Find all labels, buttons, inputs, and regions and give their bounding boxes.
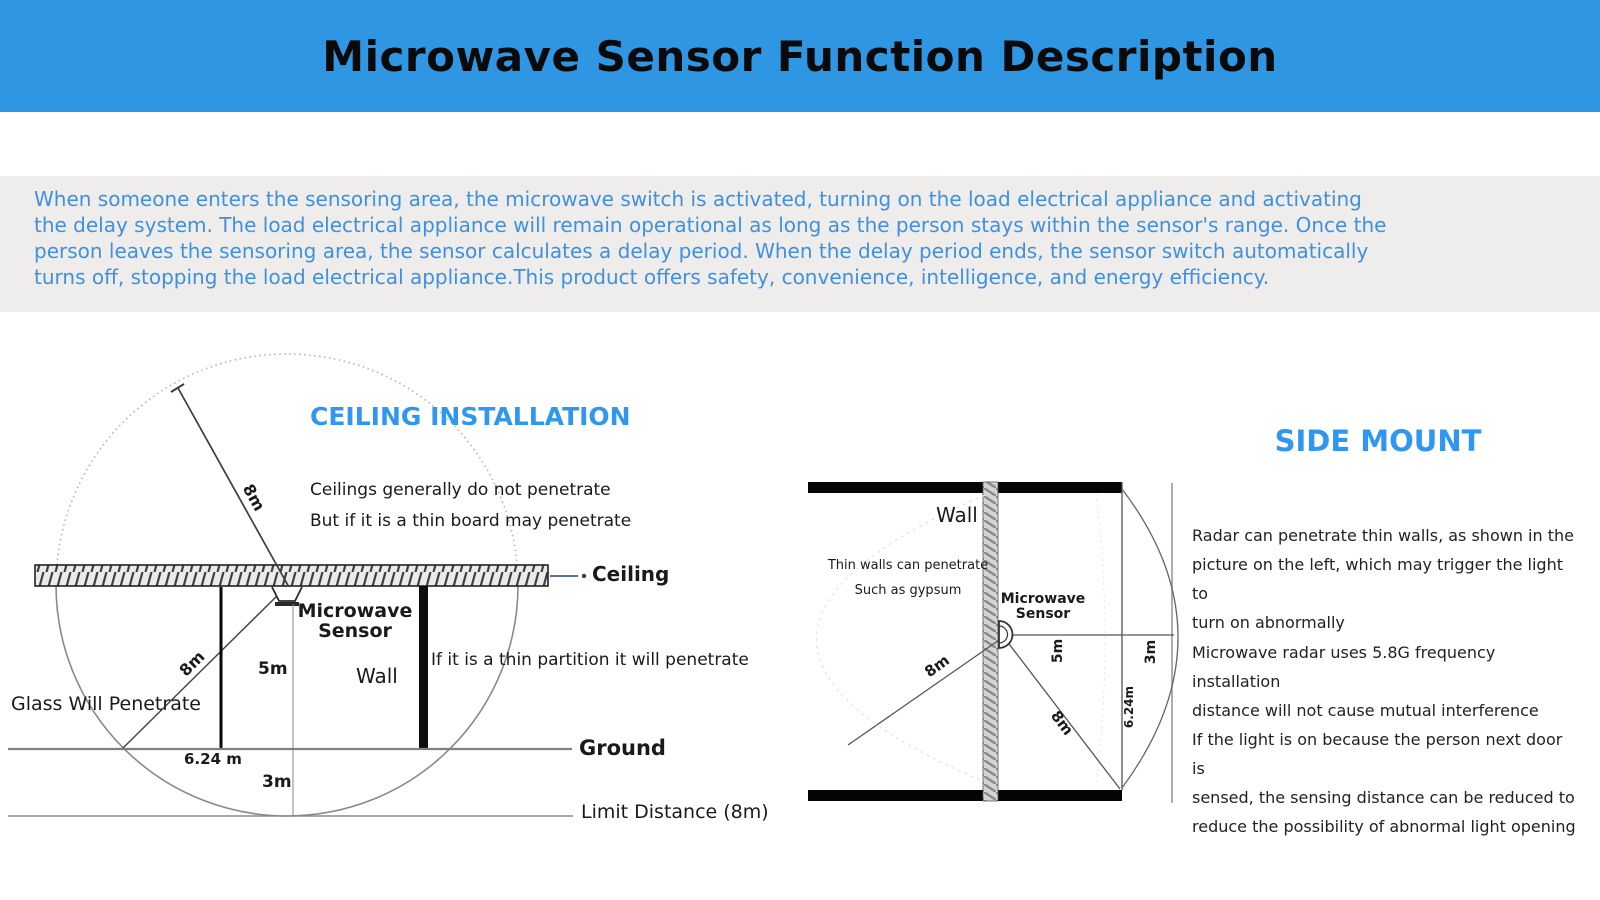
dim-8m-top: 8m	[238, 480, 269, 515]
page-title: Microwave Sensor Function Description	[322, 31, 1278, 81]
side-dim-8m-right: 8m	[1047, 707, 1078, 739]
room-top-wall	[808, 482, 1122, 493]
ceiling-bar	[34, 564, 549, 587]
side-microwave-sensor-label: Microwave Sensor	[1000, 591, 1086, 622]
side-dim-5m: 5m	[1050, 638, 1067, 664]
wall-bar	[419, 586, 428, 749]
side-note-paragraph-3: If the light is on because the person ne…	[1192, 730, 1576, 836]
wall-label: Wall	[356, 664, 398, 688]
ceiling-note-line2: But if it is a thin board may penetrate	[310, 511, 632, 531]
side-dim-3m: 3m	[1143, 639, 1160, 665]
dim-6-24m: 6.24 m	[184, 750, 242, 768]
header-banner: Microwave Sensor Function Description	[0, 0, 1600, 112]
sensor-glyph-side	[998, 620, 1014, 649]
ceiling-label: Ceiling	[592, 562, 670, 586]
glass-penetrate-note: Glass Will Penetrate	[11, 693, 201, 715]
ceiling-pointer-dot	[581, 573, 587, 579]
coverage-circle-top-arc	[55, 353, 519, 586]
intro-panel: When someone enters the sensoring area, …	[0, 176, 1600, 312]
dim-3m: 3m	[262, 772, 292, 792]
faint-arc-left	[816, 494, 986, 783]
thin-wall-note: Thin walls can penetrate Such as gypsum	[827, 558, 989, 598]
side-mount-title: SIDE MOUNT	[1274, 424, 1482, 458]
side-dim-8m-left: 8m	[921, 651, 953, 681]
limit-distance-label: Limit Distance (8m)	[581, 801, 769, 823]
radius-line-left	[847, 637, 1003, 746]
sensor-glyph-ceiling	[271, 586, 303, 602]
side-dim-6-24m: 6.24m	[1122, 685, 1136, 729]
side-wall-label: Wall	[936, 503, 978, 527]
room-bottom-wall	[808, 790, 1122, 801]
dim-8m-side: 8m	[175, 646, 209, 681]
ground-label: Ground	[579, 736, 666, 760]
ceiling-install-title: CEILING INSTALLATION	[310, 402, 631, 431]
range-arc-right	[1121, 488, 1179, 789]
ceiling-note-line1: Ceilings generally do not penetrate	[310, 480, 611, 500]
sensor-glyph-side-inner	[998, 625, 1009, 644]
faint-arc-inner	[1095, 492, 1106, 788]
dim-5m: 5m	[258, 659, 288, 679]
side-note-paragraph-2: Microwave radar uses 5.8G frequency inst…	[1192, 643, 1539, 720]
partition-note: If it is a thin partition it will penetr…	[431, 650, 749, 670]
side-note-paragraph-1: Radar can penetrate thin walls, as shown…	[1192, 526, 1574, 632]
microwave-sensor-label: Microwave Sensor	[297, 600, 413, 642]
radius-line-top	[177, 387, 291, 590]
radius-line-top-tick	[170, 383, 185, 393]
thin-wall-strip	[982, 481, 999, 802]
intro-paragraph: When someone enters the sensoring area, …	[34, 187, 1387, 289]
